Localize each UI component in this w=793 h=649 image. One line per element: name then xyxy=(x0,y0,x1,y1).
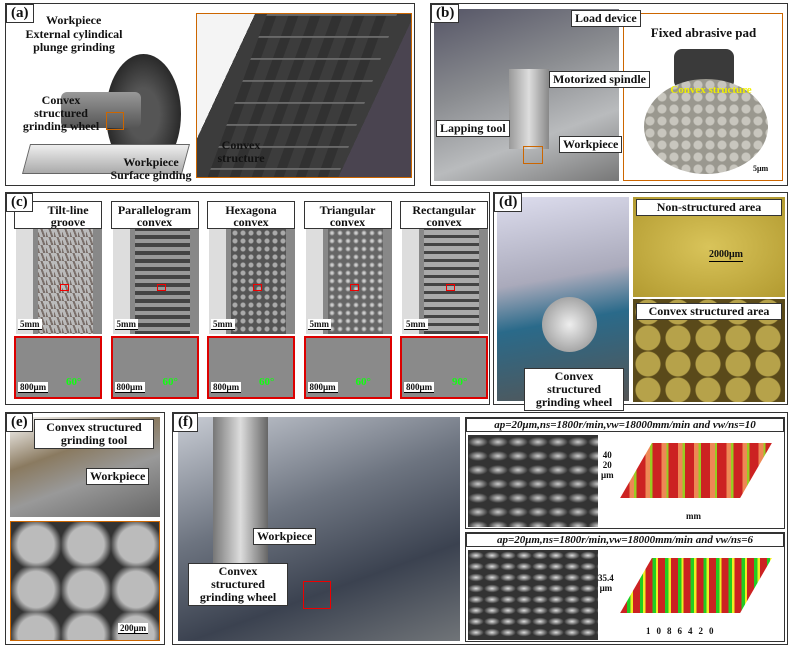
scale-bar-5mm: 5mm xyxy=(307,319,331,330)
pattern-title: Parallelogram convex xyxy=(110,201,199,229)
scale-bar-800um: 800μm xyxy=(114,382,145,393)
scale-bar-800um: 800μm xyxy=(404,382,435,393)
label-workpiece-top: Workpiece xyxy=(46,13,102,27)
scale-bar-5um: 5μm xyxy=(753,164,769,173)
panel-d-label: (d) xyxy=(494,193,523,212)
sem-closeup: 60° 800μm xyxy=(110,336,199,399)
panel-c: (c) Tilt-line groove 5mm 60° 800μm Paral… xyxy=(5,192,490,405)
scale-bar-800um: 800μm xyxy=(307,382,338,393)
label-workpiece-bottom: Workpiece xyxy=(123,155,179,169)
wheel-photo: 5mm xyxy=(16,229,102,334)
scale-bar-200um: 200μm xyxy=(118,623,149,634)
machine-tool-photo xyxy=(178,417,460,641)
label-workpiece: Workpiece xyxy=(559,136,623,153)
scale-bar-800um: 800μm xyxy=(18,382,49,393)
panel-a-label: (a) xyxy=(6,4,34,23)
label-convex-structure: Convex structure xyxy=(217,138,265,165)
condition-2: ap=20μm,ns=1800r/min,vw=18000mm/min and … xyxy=(466,533,784,547)
label-plunge-grinding: External cylindical plunge grinding xyxy=(25,27,123,54)
label-motorized-spindle: Motorized spindle xyxy=(549,71,650,88)
pattern-column: Hexagona convex 5mm 60° 800μm xyxy=(207,201,295,401)
label-workpiece: Workpiece xyxy=(86,468,150,485)
scale-bar-5mm: 5mm xyxy=(211,319,235,330)
wheel-photo: 5mm xyxy=(209,229,295,334)
pattern-title: Hexagona convex xyxy=(207,201,295,229)
panel-f-label: (f) xyxy=(173,413,198,432)
pattern-column: Rectangular convex 5mm 90° 800μm xyxy=(400,201,488,401)
panel-f: (f) Workpiece Convex structured grinding… xyxy=(172,412,788,645)
label-grinding-wheel: Convex structured grinding wheel xyxy=(188,563,288,606)
angle-annotation: 90° xyxy=(452,376,468,388)
sem-abrasive-image xyxy=(10,521,160,641)
scale-bar-5mm: 5mm xyxy=(404,319,428,330)
panel-a: (a) Workpiece External cylindical plunge… xyxy=(5,3,415,186)
pattern-title: Rectangular convex xyxy=(400,201,488,229)
label-fixed-abrasive-pad: Fixed abrasive pad xyxy=(650,25,757,40)
panel-c-label: (c) xyxy=(6,193,33,212)
pattern-title: Triangular convex xyxy=(303,201,392,229)
sem-closeup: 60° 800μm xyxy=(14,336,102,399)
result-row-1: ap=20μm,ns=1800r/min,vw=18000mm/min and … xyxy=(465,417,785,529)
panel-e: (e) Convex structured grinding tool Work… xyxy=(5,412,165,645)
sem-closeup: 60° 800μm xyxy=(303,336,392,399)
result-row-2: ap=20μm,ns=1800r/min,vw=18000mm/min and … xyxy=(465,532,785,642)
label-convex-structure: Convex structure xyxy=(670,84,752,96)
abrasive-pad-inset xyxy=(623,13,783,181)
panel-d: (d) Convex structured grinding wheel Non… xyxy=(493,192,788,411)
scale-bar-2000um: 2000μm xyxy=(709,249,743,262)
panel-b: (b) Load device Motorized spindle Lappin… xyxy=(430,3,788,186)
angle-annotation: 60° xyxy=(66,376,82,388)
sem-closeup: 90° 800μm xyxy=(400,336,488,399)
angle-annotation: 60° xyxy=(162,376,178,388)
scale-bar-5mm: 5mm xyxy=(18,319,42,330)
surface-image-2 xyxy=(468,550,598,640)
x-axis-unit-1: mm xyxy=(686,511,701,521)
3d-topography-2 xyxy=(620,558,772,613)
label-load-device: Load device xyxy=(571,10,641,27)
panel-b-label: (b) xyxy=(431,4,460,23)
sem-closeup: 60° 800μm xyxy=(207,336,295,399)
3d-topography-1 xyxy=(620,443,772,498)
scale-bar-5mm: 5mm xyxy=(114,319,138,330)
x-axis-ticks: 1086420 xyxy=(646,626,720,636)
label-non-structured-area: Non-structured area xyxy=(636,199,782,216)
surface-image-1 xyxy=(468,435,598,527)
condition-1: ap=20μm,ns=1800r/min,vw=18000mm/min and … xyxy=(466,418,784,432)
angle-annotation: 60° xyxy=(355,376,371,388)
convex-structure-closeup xyxy=(196,13,412,178)
pattern-column: Tilt-line groove 5mm 60° 800μm xyxy=(14,201,102,401)
label-grinding-wheel: Convex structured grinding wheel xyxy=(524,368,624,411)
scale-bar-800um: 800μm xyxy=(211,382,242,393)
panel-e-label: (e) xyxy=(6,413,33,432)
label-surface-grinding: Surface ginding xyxy=(110,168,192,182)
laser-setup-photo xyxy=(497,197,629,401)
pattern-column: Triangular convex 5mm 60° 800μm xyxy=(303,201,392,401)
label-workpiece: Workpiece xyxy=(253,528,317,545)
wheel-photo: 5mm xyxy=(402,229,488,334)
label-grinding-tool: Convex structured grinding tool xyxy=(34,419,154,449)
pattern-column: Parallelogram convex 5mm 60° 800μm xyxy=(110,201,199,401)
label-convex-structured-area: Convex structured area xyxy=(636,303,782,320)
label-grinding-wheel: Convex structured grinding wheel xyxy=(22,93,100,133)
wheel-photo: 5mm xyxy=(305,229,392,334)
wheel-photo: 5mm xyxy=(112,229,199,334)
label-lapping-tool: Lapping tool xyxy=(436,120,510,137)
angle-annotation: 60° xyxy=(259,376,275,388)
